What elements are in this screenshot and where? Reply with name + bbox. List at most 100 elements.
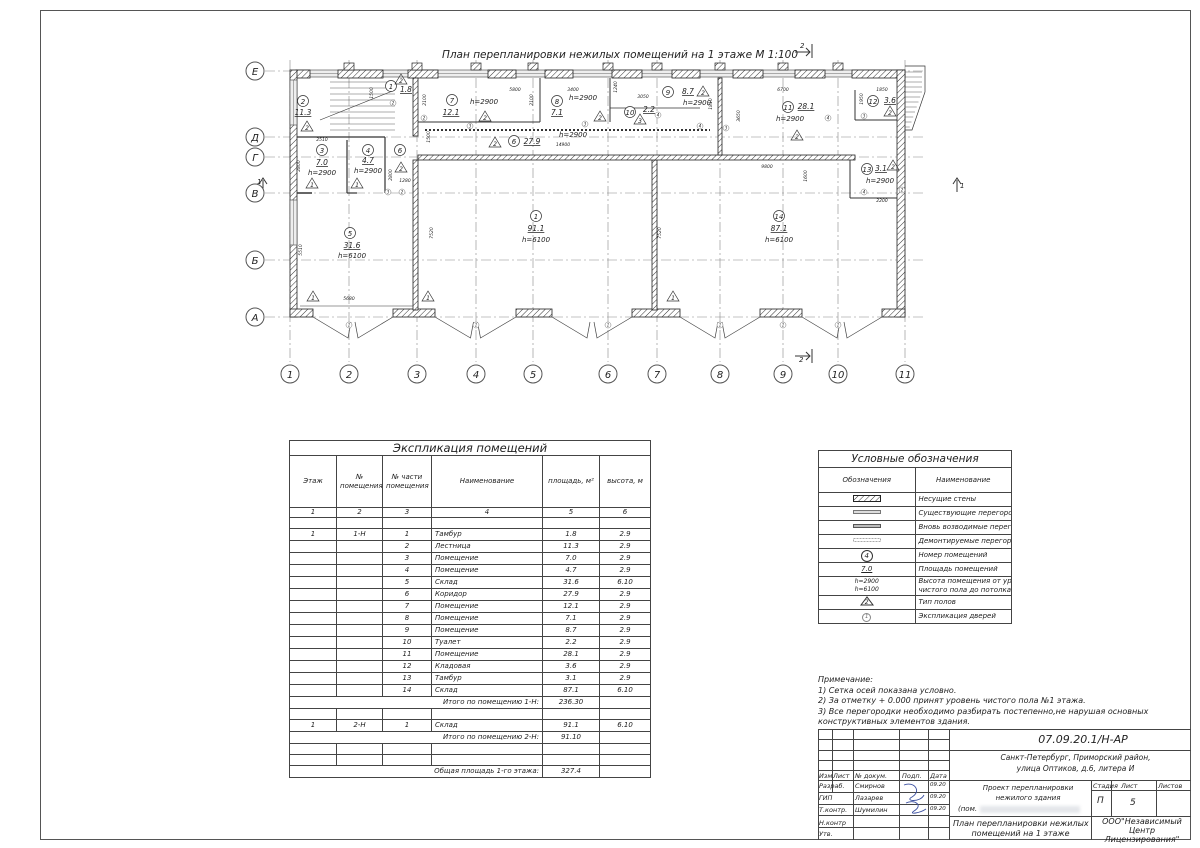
room-area: 1.8 bbox=[400, 85, 412, 94]
room-area: 3.1 bbox=[875, 164, 887, 173]
room-number-icon bbox=[362, 144, 374, 156]
name-cell: Помещение bbox=[431, 648, 543, 661]
area-cell: 3.6 bbox=[542, 660, 600, 673]
room-number: 13 bbox=[863, 166, 872, 174]
bifold-door bbox=[679, 316, 761, 339]
subtotal-label: Итого по помещению 1-Н: bbox=[289, 696, 543, 709]
bearing-wall-icon bbox=[852, 494, 881, 502]
part-cell: 13 bbox=[382, 672, 432, 685]
legend-row: Несущие стены bbox=[818, 492, 1012, 507]
section-arrow bbox=[795, 349, 813, 363]
floor-type-label: 2 bbox=[493, 141, 497, 148]
room-number: 9 bbox=[666, 89, 671, 97]
floor-cell bbox=[289, 612, 337, 625]
address-line: Санкт-Петербург, Приморский район, bbox=[1000, 753, 1151, 762]
room-number: 3 bbox=[320, 147, 324, 155]
empty-cell bbox=[431, 708, 543, 720]
floor-type-label: 2 bbox=[888, 110, 892, 117]
room-area: 7.0 bbox=[316, 158, 328, 167]
room-number: 14 bbox=[775, 213, 784, 221]
floor-type-icon bbox=[306, 290, 320, 302]
door-mark-icon bbox=[389, 99, 397, 107]
name-cell: Кладовая bbox=[431, 660, 543, 673]
dimension-label: 2800 bbox=[296, 160, 302, 172]
room-area: 4.7 bbox=[362, 156, 374, 165]
divider bbox=[818, 729, 819, 840]
empty-cell bbox=[382, 708, 432, 720]
bearing-wall bbox=[651, 159, 658, 311]
drawing-frame bbox=[40, 10, 1191, 840]
legend-label: Номер помещений bbox=[914, 548, 1012, 563]
door-mark-icon bbox=[384, 188, 392, 196]
floor-type-icon: 2 bbox=[859, 596, 874, 609]
legend-label: Вновь возводимые перегородки bbox=[914, 520, 1012, 535]
project-title: (пом. bbox=[958, 805, 978, 813]
area-cell: 31.6 bbox=[542, 576, 600, 589]
floor-cell bbox=[289, 576, 337, 589]
dimension-label: 5800 bbox=[509, 87, 521, 93]
empty-cell bbox=[431, 754, 543, 766]
door-mark-icon bbox=[779, 321, 787, 329]
role-label: Разраб. bbox=[819, 782, 845, 790]
door-mark-icon bbox=[898, 186, 906, 194]
column bbox=[470, 62, 482, 71]
organization: Лицензирования" bbox=[1104, 835, 1180, 844]
column bbox=[411, 62, 423, 71]
bearing-wall bbox=[611, 69, 643, 79]
part-cell: 1 bbox=[382, 528, 432, 541]
room-area: 8.7 bbox=[682, 87, 694, 96]
dimension-label: 7520 bbox=[429, 227, 435, 239]
dimension-label: 1500 bbox=[369, 87, 375, 99]
door-mark-icon bbox=[824, 114, 832, 122]
legend-label-line: Высота помещения от уровня bbox=[918, 577, 1012, 586]
room-number-icon: 4 bbox=[860, 549, 873, 562]
floor-cell bbox=[289, 672, 337, 685]
subtotal-label: Итого по помещению 2-Н: bbox=[289, 731, 543, 744]
premise-cell bbox=[336, 540, 383, 553]
empty-cell bbox=[542, 743, 600, 755]
premise-cell bbox=[336, 564, 383, 577]
column-header: Лист bbox=[833, 772, 850, 780]
floor-cell bbox=[289, 588, 337, 601]
stage-value: П bbox=[1097, 796, 1104, 806]
room-height: h=2900 bbox=[683, 99, 712, 107]
area-cell: 3.1 bbox=[542, 672, 600, 685]
name-cell: Склад bbox=[431, 684, 543, 697]
bearing-wall bbox=[759, 308, 803, 318]
divider bbox=[1156, 780, 1157, 816]
name-cell: Помещение bbox=[431, 600, 543, 613]
floor-type-icon bbox=[300, 120, 314, 132]
part-cell: 6 bbox=[382, 588, 432, 601]
divider bbox=[949, 750, 1191, 751]
axis-label-vertical: 7 bbox=[654, 370, 661, 381]
room-number-icon bbox=[385, 80, 397, 92]
empty-cell bbox=[598, 708, 652, 720]
room-area: 7.1 bbox=[551, 108, 563, 117]
divider bbox=[818, 827, 949, 828]
axis-label-vertical: 1 bbox=[287, 370, 293, 381]
bearing-wall bbox=[881, 308, 906, 318]
door-mark-icon bbox=[398, 188, 406, 196]
floor-type-icon bbox=[488, 136, 502, 148]
legend-label: Тип полов bbox=[914, 595, 1012, 610]
name-cell: Склад bbox=[431, 576, 543, 589]
premise-cell bbox=[336, 624, 383, 637]
room-area: 28.1 bbox=[798, 102, 815, 111]
floor-type-icon bbox=[394, 161, 408, 173]
floor-type-label: 2 bbox=[891, 164, 895, 171]
dimension-label: 2200 bbox=[876, 198, 888, 204]
external-stair bbox=[905, 65, 926, 131]
legend-row: Демонтируемые перегородки bbox=[818, 534, 1012, 549]
door-mark-icon bbox=[604, 321, 612, 329]
sign-date: 09.20 bbox=[930, 806, 946, 812]
room-height: h=2900 bbox=[354, 167, 383, 175]
room-number: 1 bbox=[389, 83, 393, 91]
explication-title: Экспликация помещений bbox=[288, 440, 652, 456]
area-cell: 12.1 bbox=[542, 600, 600, 613]
empty-cell bbox=[289, 708, 337, 720]
room-area: 3.6 bbox=[884, 96, 896, 105]
